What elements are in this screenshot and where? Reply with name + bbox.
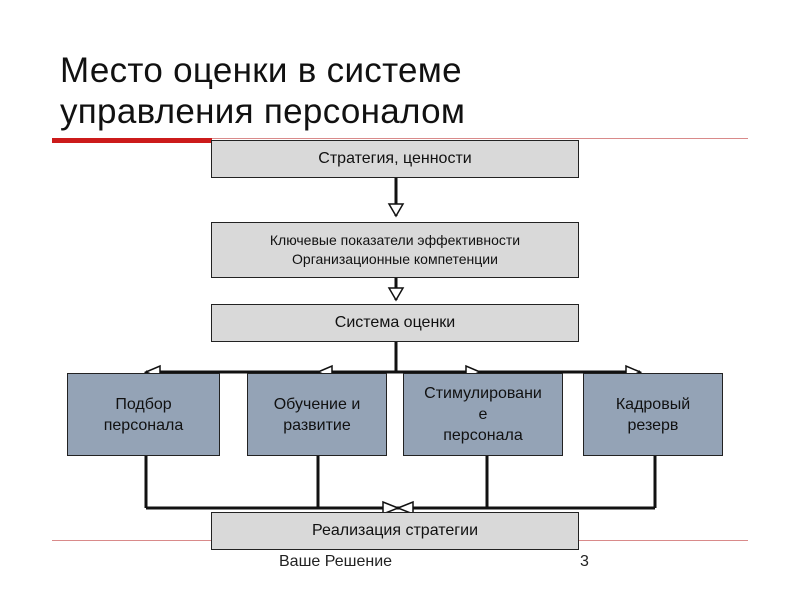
kpi-line-2: Организационные компетенции [292,251,498,267]
outcome-box-training: Обучение и развитие [247,373,387,456]
outcome-box-reserve: Кадровый резерв [583,373,723,456]
implementation-label: Реализация стратегии [311,522,478,539]
outcome-2-line-1: Обучение и [273,395,361,413]
kpi-line-1: Ключевые показатели эффективности [269,232,521,248]
outcome-1-line-1: Подбор [115,395,172,413]
slide-title: Место оценки в системе управления персон… [60,50,465,132]
outcome-3-line-1: Стимулировани [424,385,542,402]
arrowhead-assessment [387,287,405,302]
outcome-4-line-1: Кадровый [615,395,691,413]
footer-company: Ваше Решение [279,553,393,570]
arrowhead-impl-left [382,500,401,516]
title-divider [212,138,748,139]
kpi-box: Ключевые показатели эффективности Органи… [211,222,579,278]
arrowhead-kpi [387,203,405,218]
outcome-1-line-2: персонала [103,416,184,434]
outcome-box-motivation: Стимулировани е персонала [403,373,563,456]
assessment-box: Система оценки [211,304,579,342]
page-number: 3 [580,553,589,570]
accent-bar [52,138,212,143]
strategy-box: Стратегия, ценности [211,140,579,178]
outcome-box-recruitment: Подбор персонала [67,373,220,456]
title-line-2: управления персоналом [60,92,466,131]
title-line-1: Место оценки в системе [60,51,462,90]
strategy-label: Стратегия, ценности [318,150,472,167]
implementation-box: Реализация стратегии [211,512,579,550]
outcome-2-line-2: развитие [283,416,351,434]
outcome-4-line-2: резерв [627,416,679,434]
outcome-3-line-3: персонала [443,427,523,444]
assessment-label: Система оценки [334,314,456,331]
outcome-3-line-2: е [478,406,488,423]
arrowhead-impl-right [395,500,414,516]
